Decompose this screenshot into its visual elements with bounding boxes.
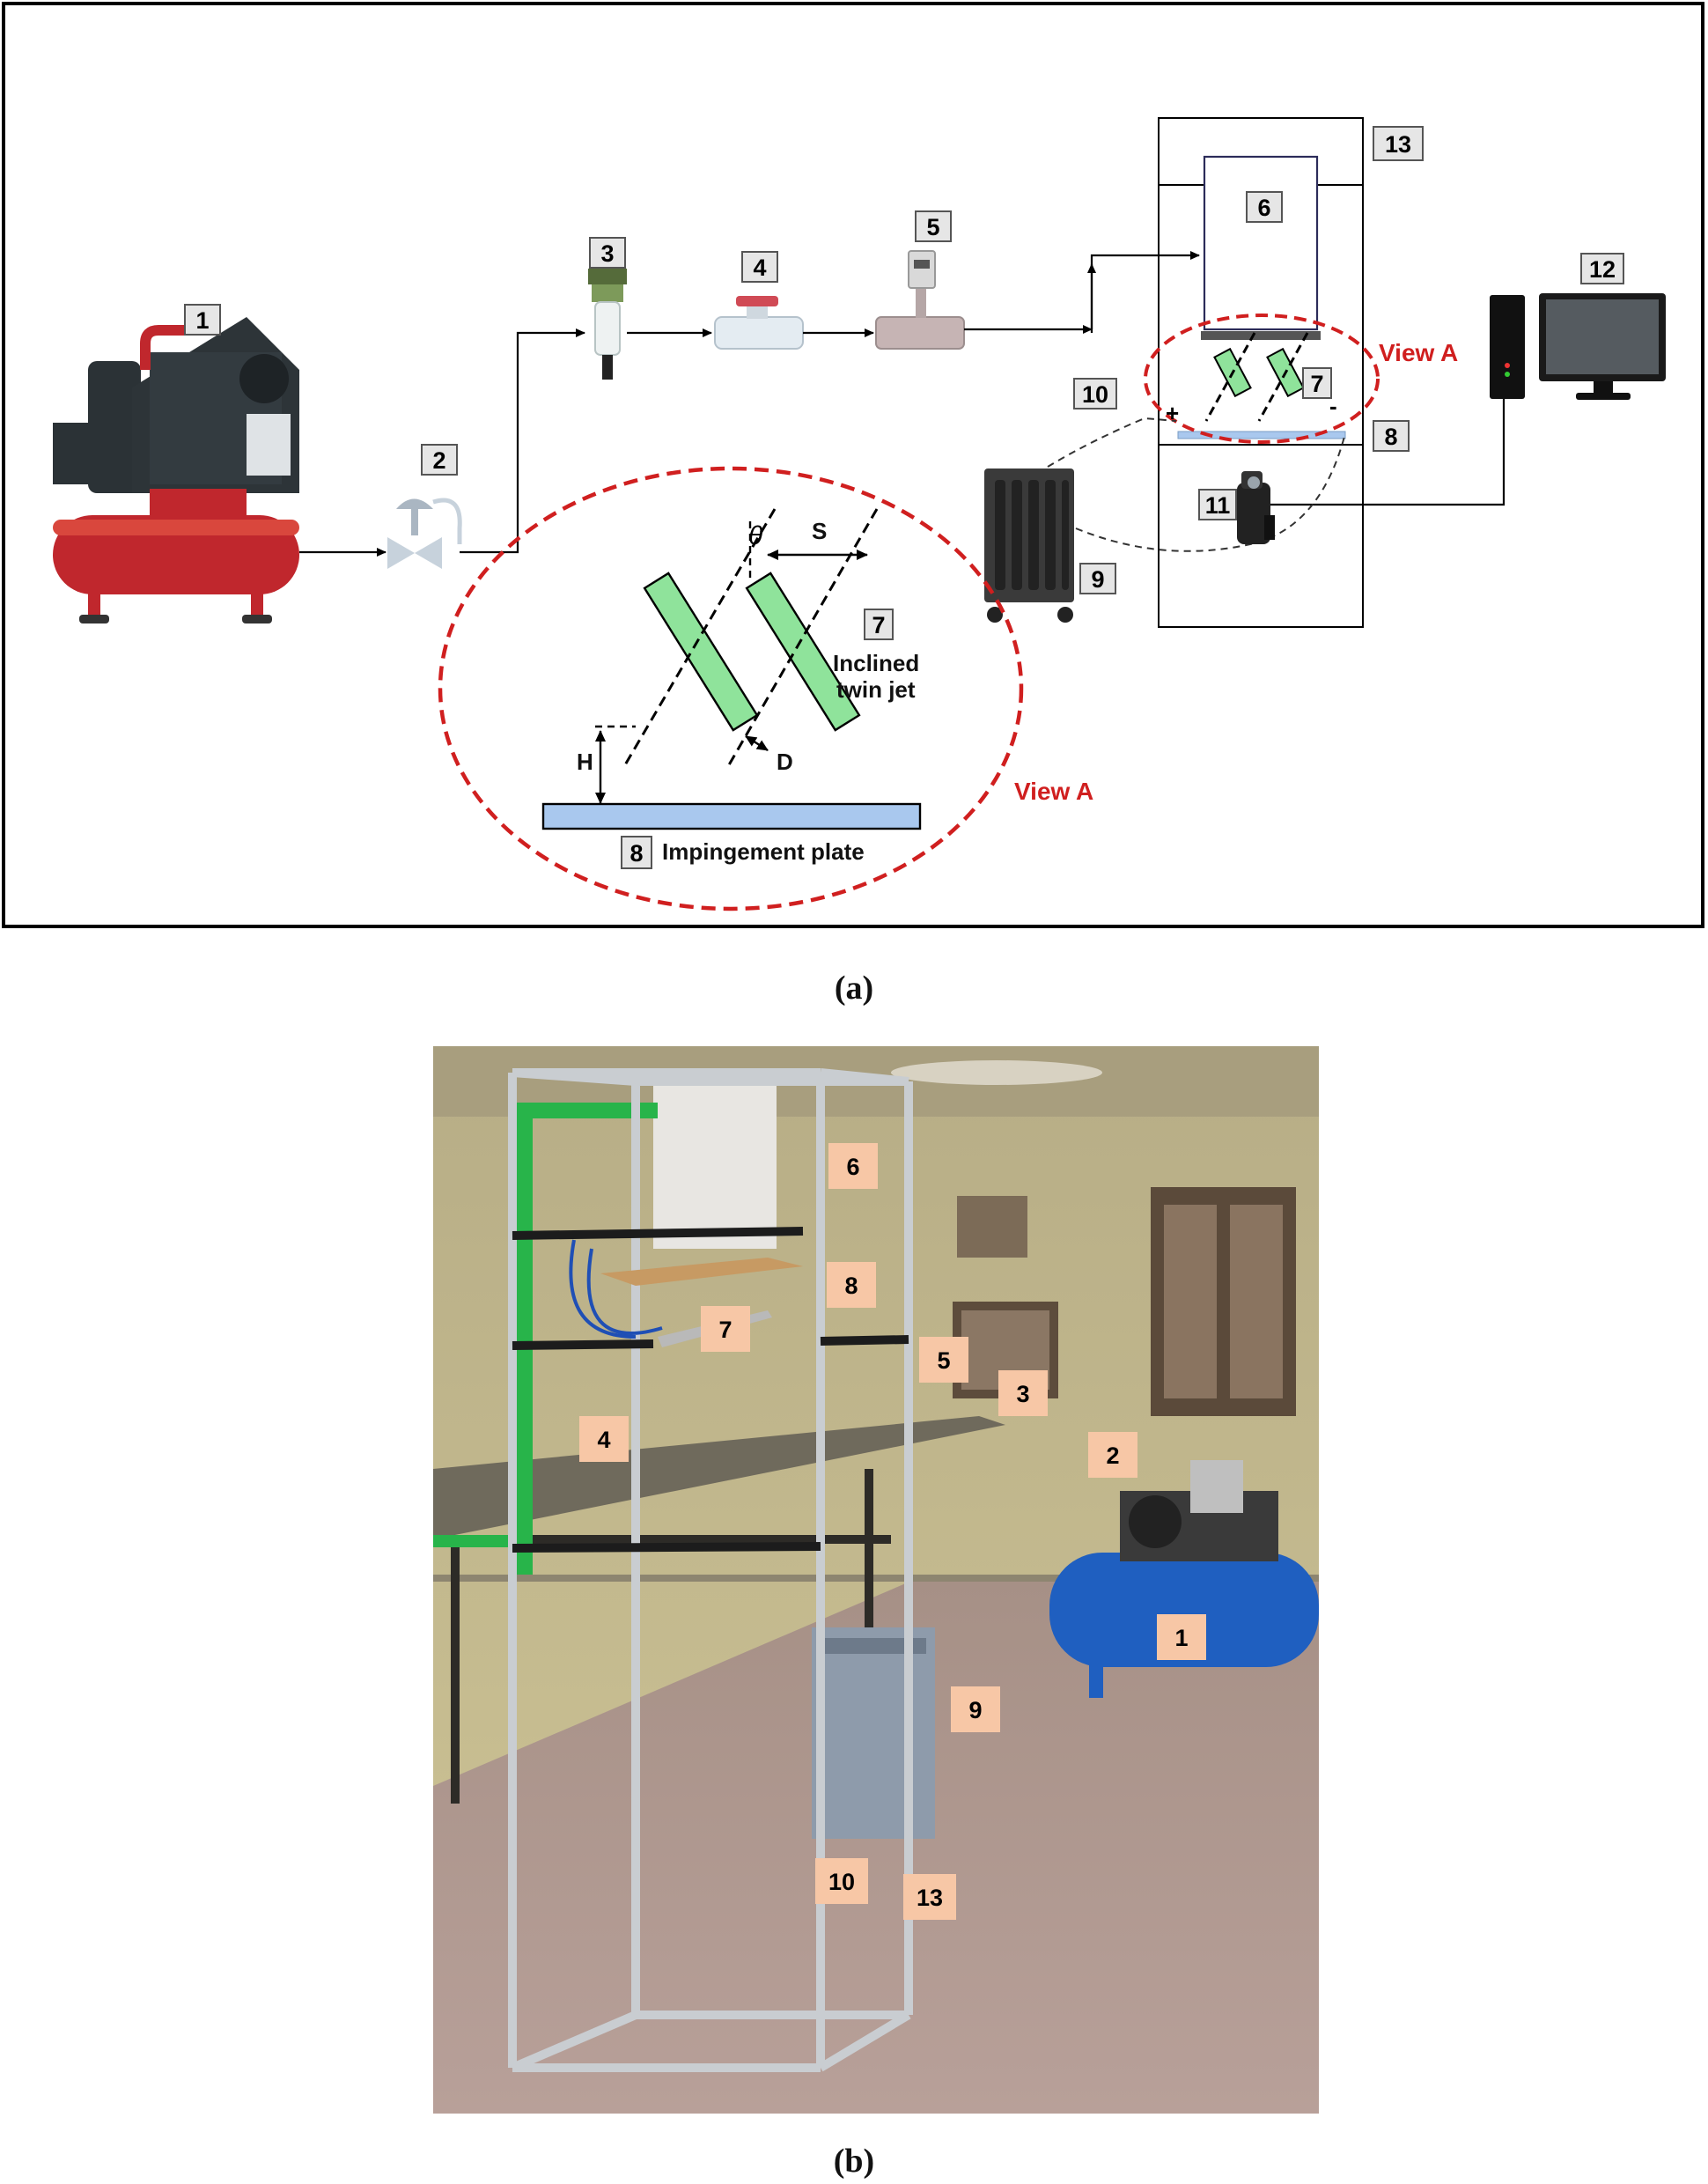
height-h-label: H bbox=[577, 749, 593, 775]
svg-text:5: 5 bbox=[937, 1347, 950, 1374]
twin-jet-detail bbox=[595, 508, 879, 804]
photo-label-13: 13 bbox=[903, 1874, 956, 1920]
photo-label-10: 10 bbox=[815, 1858, 868, 1904]
svg-text:1: 1 bbox=[1174, 1625, 1188, 1651]
svg-text:1: 1 bbox=[195, 307, 209, 334]
pressure-regulator-icon bbox=[387, 498, 462, 569]
svg-text:9: 9 bbox=[968, 1697, 982, 1723]
tag-12: 12 bbox=[1580, 253, 1624, 284]
flow-meter-icon bbox=[875, 250, 965, 350]
photo-label-4: 4 bbox=[579, 1416, 629, 1462]
component-tags: 1 2 3 4 5 6 7 8 9 10 11 12 13 bbox=[184, 126, 1624, 594]
svg-text:10: 10 bbox=[828, 1869, 855, 1895]
svg-text:3: 3 bbox=[1016, 1381, 1029, 1407]
svg-text:6: 6 bbox=[846, 1154, 859, 1180]
spacing-s-label: S bbox=[812, 518, 827, 544]
svg-text:5: 5 bbox=[926, 214, 939, 240]
photo-label-6: 6 bbox=[828, 1143, 878, 1189]
photo-labels: 6 8 7 5 3 4 2 1 9 10 13 bbox=[579, 1143, 1206, 1920]
svg-text:7: 7 bbox=[1310, 371, 1323, 397]
photo-label-3: 3 bbox=[998, 1370, 1048, 1416]
svg-text:12: 12 bbox=[1589, 256, 1616, 283]
panel-a-frame bbox=[2, 2, 1704, 928]
tag-5: 5 bbox=[915, 210, 952, 242]
svg-text:2: 2 bbox=[432, 447, 445, 474]
high-voltage-power-supply-icon bbox=[984, 469, 1074, 623]
caption-b: (b) bbox=[833, 2143, 875, 2180]
photo-label-5: 5 bbox=[919, 1337, 968, 1383]
jet-holder-plate bbox=[1201, 331, 1321, 340]
impingement-plate-detail bbox=[541, 802, 922, 830]
polarity-minus: - bbox=[1329, 393, 1337, 419]
photo-panel-b: 6 8 7 5 3 4 2 1 9 10 13 bbox=[433, 1046, 1319, 2114]
tag-8: 8 bbox=[1373, 420, 1410, 452]
view-a-label-large: View A bbox=[1014, 778, 1093, 805]
svg-text:7: 7 bbox=[872, 612, 885, 638]
flow-lines bbox=[299, 251, 1508, 557]
computer-icon bbox=[1490, 293, 1666, 400]
view-a-label-small: View A bbox=[1379, 339, 1458, 366]
photo-label-2: 2 bbox=[1088, 1432, 1137, 1478]
tag-10: 10 bbox=[1073, 378, 1117, 410]
jet-label-line1: Inclined bbox=[833, 650, 919, 676]
svg-text:9: 9 bbox=[1091, 566, 1104, 593]
small-twin-jets bbox=[1204, 332, 1309, 422]
svg-text:4: 4 bbox=[597, 1427, 610, 1453]
svg-text:8: 8 bbox=[629, 840, 643, 867]
jet-label-line2: twin jet bbox=[836, 676, 916, 703]
tag-4: 4 bbox=[741, 251, 778, 283]
tag-2: 2 bbox=[421, 444, 458, 476]
svg-text:3: 3 bbox=[600, 240, 614, 267]
tag-7: 7 bbox=[1302, 367, 1332, 399]
tag-13: 13 bbox=[1373, 126, 1424, 161]
photo-label-7: 7 bbox=[701, 1306, 750, 1352]
tag-7-detail: 7 bbox=[864, 609, 894, 640]
theta-symbol: θ bbox=[748, 521, 763, 550]
tag-9: 9 bbox=[1079, 563, 1116, 594]
caption-a: (a) bbox=[834, 970, 874, 1007]
view-a-circle-small bbox=[1144, 314, 1380, 444]
air-filter-icon bbox=[588, 269, 627, 380]
tag-1: 1 bbox=[184, 304, 221, 336]
polarity-plus: + bbox=[1166, 400, 1179, 426]
schematic-panel-a: View A + - 1 2 3 4 5 bbox=[2, 2, 1704, 928]
svg-text:8: 8 bbox=[1384, 424, 1397, 450]
valve-icon bbox=[714, 296, 804, 350]
photo-label-9: 9 bbox=[951, 1686, 1000, 1732]
svg-text:8: 8 bbox=[844, 1273, 858, 1299]
svg-text:7: 7 bbox=[718, 1317, 732, 1343]
svg-text:6: 6 bbox=[1257, 195, 1270, 221]
high-speed-camera-icon bbox=[1237, 471, 1275, 544]
tag-11: 11 bbox=[1198, 489, 1237, 520]
photo-label-1: 1 bbox=[1157, 1614, 1206, 1660]
svg-text:2: 2 bbox=[1106, 1442, 1119, 1469]
svg-text:11: 11 bbox=[1205, 492, 1231, 519]
plate-label: Impingement plate bbox=[662, 838, 865, 865]
electrical-cables-10 bbox=[1047, 417, 1346, 552]
photo-label-8: 8 bbox=[827, 1262, 876, 1308]
small-impingement-plate bbox=[1177, 431, 1346, 439]
svg-text:13: 13 bbox=[917, 1885, 943, 1911]
tag-6: 6 bbox=[1246, 191, 1283, 223]
tag-3: 3 bbox=[589, 237, 626, 269]
plenum-chamber-6 bbox=[1203, 155, 1319, 331]
svg-text:13: 13 bbox=[1385, 131, 1411, 158]
svg-text:4: 4 bbox=[753, 255, 766, 281]
svg-text:10: 10 bbox=[1082, 381, 1108, 408]
diameter-d-label: D bbox=[777, 749, 793, 775]
tag-8-detail: 8 bbox=[621, 836, 652, 869]
air-compressor-icon bbox=[53, 317, 299, 623]
view-a-circle-large bbox=[438, 466, 1024, 911]
